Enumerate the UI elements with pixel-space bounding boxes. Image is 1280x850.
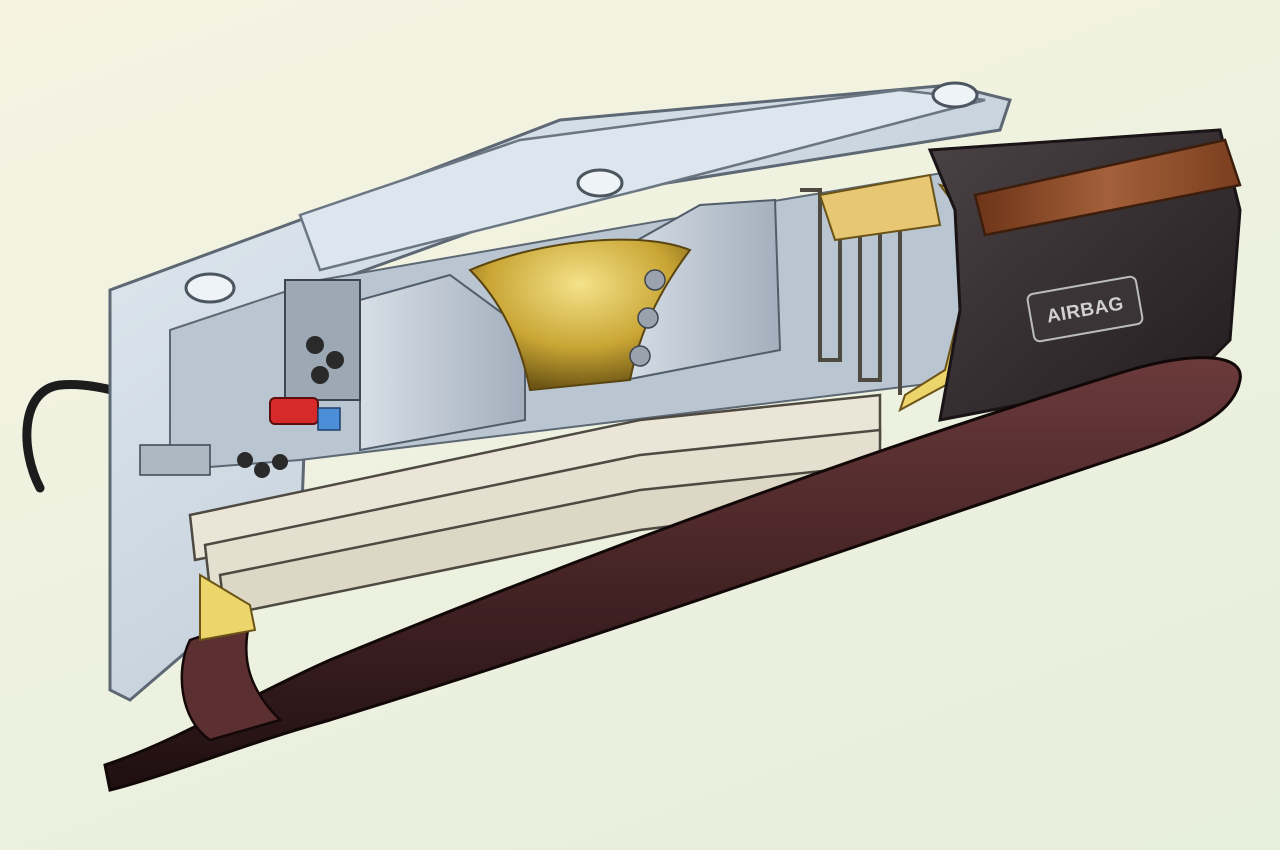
dashboard-roll xyxy=(103,356,1242,792)
bolt-icon xyxy=(184,272,236,304)
airbag-badge: AIRBAG xyxy=(1026,275,1144,343)
folded-airbag xyxy=(188,188,902,617)
control-electronics xyxy=(139,279,361,478)
foam-padding xyxy=(818,173,942,242)
top-rail xyxy=(298,88,986,272)
roll-end-cap xyxy=(180,618,283,742)
yellow-edge xyxy=(199,573,257,642)
mounting-bolts xyxy=(184,81,979,304)
bolt-icon xyxy=(931,81,979,109)
bolt-icon xyxy=(576,168,624,198)
wood-trim xyxy=(973,138,1242,237)
igniter-connector xyxy=(269,397,341,431)
gas-generator xyxy=(359,198,782,452)
